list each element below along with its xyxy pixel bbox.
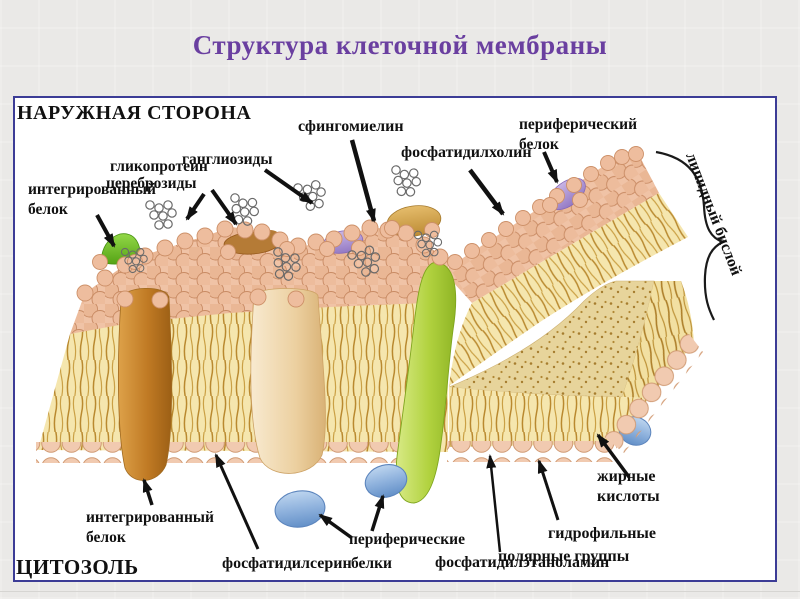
arrow-integral-protein-top [95,214,116,248]
label-phosphatidylserine: фосфатидилсерин [222,555,352,572]
label-line: белок [86,528,126,546]
diagram-panel: НАРУЖНАЯ СТОРОНА интегрированный белок г… [13,96,777,582]
membrane-illustration [36,139,727,553]
lower-front-tails [449,387,649,447]
label-sphingomyelin: сфингомиелин [298,118,404,135]
arrow-peripheral-right [370,494,385,532]
label-cerebrosides: цереброзиды [106,175,197,192]
peripheral-proteins-blue [274,464,408,528]
label-peripheral-protein-top: периферический белок [519,115,637,155]
label-line: жирные [597,468,656,485]
arrow-peripheral-protein-top [542,151,559,184]
flap-tails-fan [449,193,688,386]
label-phosphatidylethanolamine: фосфатидилэтаноламин [435,554,610,571]
lower-edge-head-row [604,330,703,453]
arrow-phosphatidylserine [214,453,260,550]
blue-blob-left [274,490,326,528]
arrow-peripheral-left [318,513,354,540]
arrow-integral-protein-bottom [142,478,154,506]
lower-right-face-tails [622,281,694,398]
label-line: кислоты [597,488,660,506]
arrow-glycoprotein [185,192,206,221]
label-peripheral-proteins-line1: периферические [349,531,465,548]
label-line: интегрированный [28,181,156,198]
blue-blob-mid [364,464,408,498]
label-phosphatidylcholine: фосфатидилхолин [401,144,532,161]
arrow-hydrophilic [537,459,560,521]
label-hydrophilic-line1: гидрофильные [548,525,657,542]
bottom-divider [0,591,800,592]
arrow-sphingomyelin [349,139,377,223]
annotation-arrows [95,139,631,553]
label-integral-protein-bottom: интегрированный белок [86,508,214,548]
arrow-phosphatidylethanolamine [486,454,502,553]
page-title: Структура клеточной мембраны [192,30,608,60]
label-outer-side: НАРУЖНАЯ СТОРОНА [17,102,252,124]
label-line: белок [519,135,559,153]
integral-protein-green [395,261,457,504]
integral-protein-orange [117,287,173,481]
lipid-bilayer-brace [655,150,727,321]
label-gangliosides: ганглиозиды [182,151,273,168]
integral-protein-cream [250,288,326,474]
arrow-phosphatidylcholine [468,168,505,216]
label-line: интегрированный [86,509,214,526]
label-cytosol: ЦИТОЗОЛЬ [16,555,139,579]
arrow-gangliosides [263,168,314,205]
label-peripheral-proteins-line2: белки [351,555,392,572]
label-hydrophilic-line2: полярные группы [498,548,630,565]
flap-head-band [443,154,659,303]
label-glycoprotein: гликопротеин [110,158,208,175]
label-line: периферический [519,116,637,133]
arrow-cerebrosides [210,188,238,226]
lower-head-row [447,441,617,462]
lifted-flap [443,154,688,386]
arrow-fatty-acids [596,433,631,479]
label-fatty-acids: жирные кислоты [597,467,660,508]
lower-stipple-surface [448,280,655,398]
label-line: белок [28,200,68,218]
head-sphere-bumps [76,146,644,309]
label-integral-protein-top: интегрированный белок [28,180,156,220]
